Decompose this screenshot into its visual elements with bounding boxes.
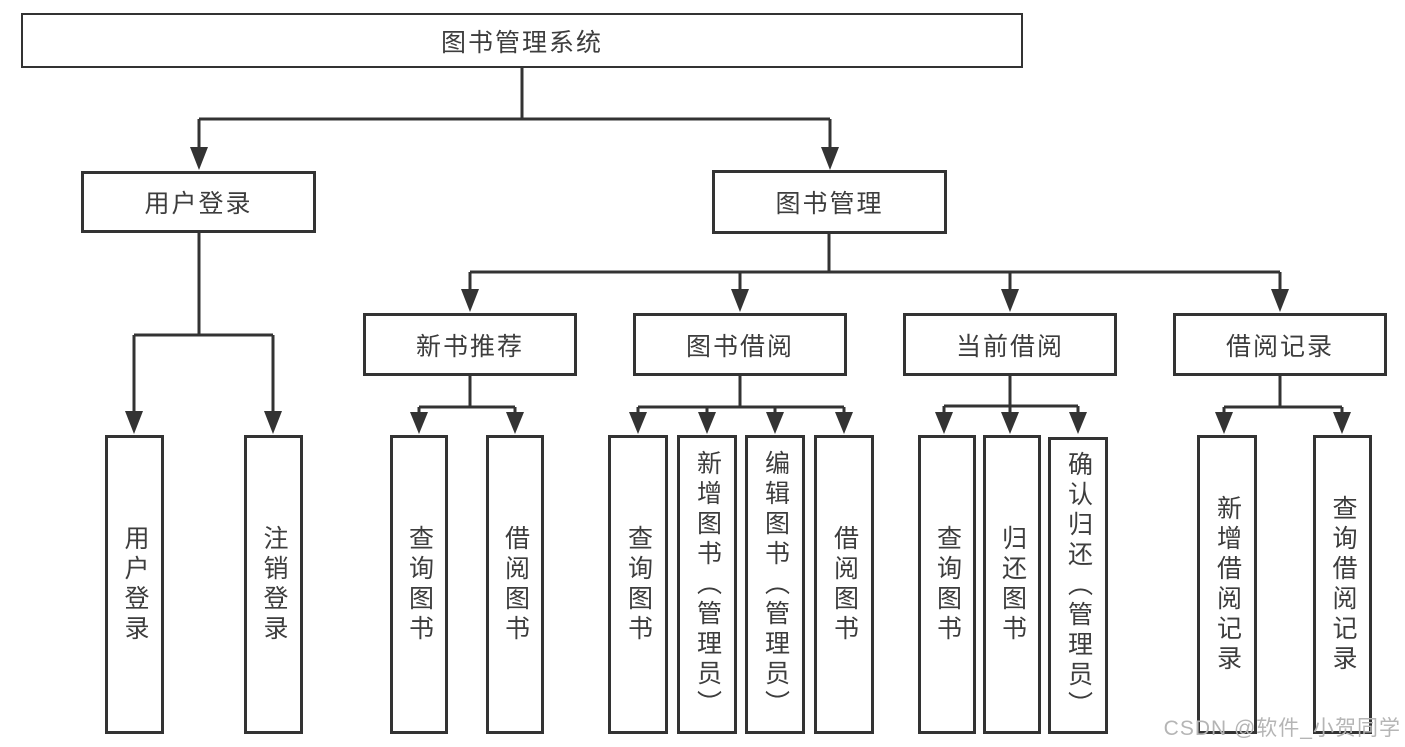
leaf-current-return: 归还图书 — [983, 435, 1041, 734]
leaf-borrow-books-label: 借阅图书 — [830, 524, 859, 645]
leaf-newbooks-borrow: 借阅图书 — [486, 435, 544, 734]
leaf-current-return-label: 归还图书 — [998, 524, 1027, 645]
leaf-records-query-label: 查询借阅记录 — [1329, 494, 1357, 675]
connector-book-borrow-leaves — [629, 376, 853, 434]
leaf-current-query-label: 查询图书 — [933, 524, 962, 645]
node-book-mgmt: 图书管理 — [712, 170, 947, 234]
leaf-records-add-label: 新增借阅记录 — [1213, 494, 1242, 675]
leaf-borrow-books: 借阅图书 — [814, 435, 874, 734]
node-current-borrow: 当前借阅 — [903, 313, 1117, 376]
connector-current-borrow-leaves — [935, 376, 1087, 434]
node-new-books-label: 新书推荐 — [415, 332, 524, 361]
node-borrow-records: 借阅记录 — [1173, 313, 1387, 376]
node-user-login: 用户登录 — [81, 171, 316, 233]
leaf-borrow-query: 查询图书 — [608, 435, 668, 734]
leaf-current-confirm-admin-label: 确认归还（管理员） — [1064, 450, 1093, 721]
leaf-user-login-label: 用户登录 — [121, 524, 149, 645]
connector-borrow-records-leaves — [1215, 376, 1351, 434]
leaf-borrow-add-admin: 新增图书（管理员） — [677, 435, 737, 734]
leaf-current-confirm-admin: 确认归还（管理员） — [1048, 437, 1108, 734]
connector-new-books-leaves — [410, 376, 524, 434]
leaf-records-query: 查询借阅记录 — [1313, 435, 1372, 734]
leaf-newbooks-borrow-label: 借阅图书 — [501, 524, 530, 645]
node-system-root-label: 图书管理系统 — [440, 28, 603, 57]
leaf-newbooks-query: 查询图书 — [390, 435, 448, 734]
leaf-records-add: 新增借阅记录 — [1197, 435, 1257, 734]
node-user-login-label: 用户登录 — [144, 190, 253, 218]
leaf-borrow-query-label: 查询图书 — [624, 524, 653, 645]
node-book-mgmt-label: 图书管理 — [775, 190, 884, 218]
node-new-books: 新书推荐 — [363, 313, 577, 376]
leaf-current-query: 查询图书 — [918, 435, 976, 734]
node-system-root: 图书管理系统 — [21, 13, 1023, 68]
watermark: CSDN @软件_小贺同学 — [1163, 717, 1401, 740]
leaf-borrow-edit-admin-label: 编辑图书（管理员） — [761, 449, 790, 720]
node-book-borrow-label: 图书借阅 — [685, 332, 794, 361]
leaf-borrow-edit-admin: 编辑图书（管理员） — [745, 435, 805, 734]
leaf-logout: 注销登录 — [244, 435, 303, 734]
connector-root-to-level2 — [190, 68, 839, 170]
node-borrow-records-label: 借阅记录 — [1225, 332, 1334, 361]
leaf-newbooks-query-label: 查询图书 — [405, 524, 434, 645]
leaf-user-login: 用户登录 — [105, 435, 164, 734]
node-current-borrow-label: 当前借阅 — [955, 332, 1064, 361]
leaf-borrow-add-admin-label: 新增图书（管理员） — [693, 449, 722, 720]
connector-user-login-leaves — [125, 233, 282, 434]
node-book-borrow: 图书借阅 — [633, 313, 847, 376]
connector-book-mgmt-to-level3 — [461, 234, 1289, 312]
leaf-logout-label: 注销登录 — [260, 524, 288, 645]
